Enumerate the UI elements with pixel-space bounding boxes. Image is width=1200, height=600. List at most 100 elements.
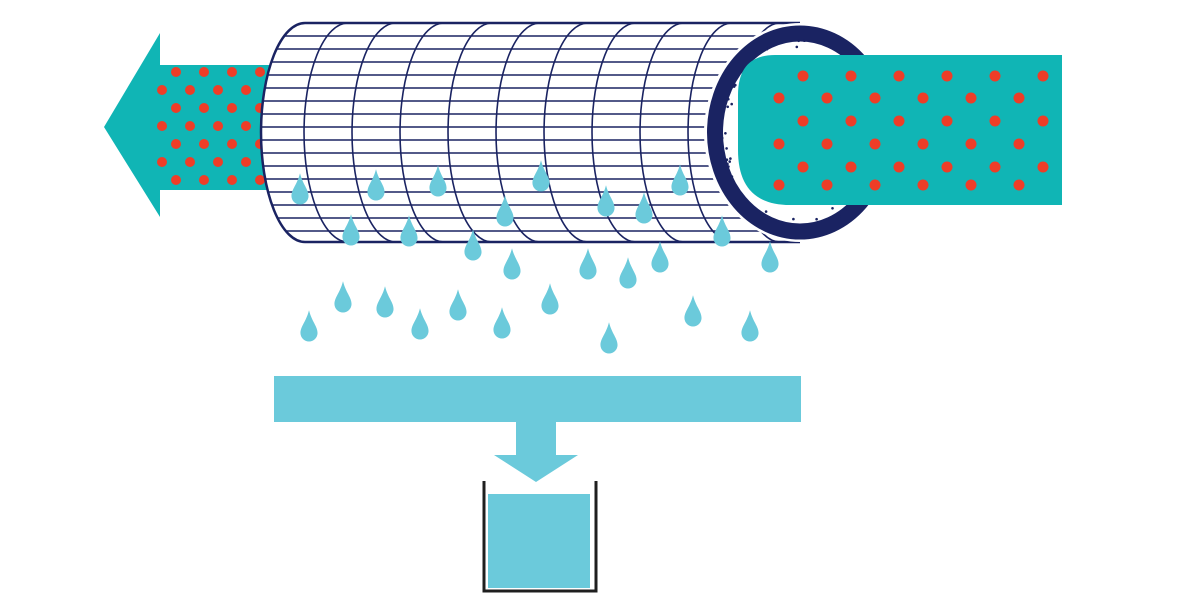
membrane-speckle — [797, 39, 800, 43]
membrane-speckle — [730, 102, 733, 106]
water-drop-icon — [600, 322, 618, 354]
contaminant-particle — [797, 70, 809, 82]
inlet-contaminant-particles — [773, 70, 1049, 191]
contaminant-particle — [1037, 70, 1049, 82]
membrane-speckle — [844, 207, 847, 211]
water-drop-icon — [619, 257, 637, 289]
contaminant-particle — [773, 179, 785, 191]
contaminant-particle — [1037, 115, 1049, 127]
contaminant-particle — [989, 161, 1001, 173]
membrane-speckle — [803, 39, 806, 42]
contaminant-particle — [893, 70, 905, 82]
membrane-speckle — [767, 45, 770, 49]
contaminant-particle — [241, 121, 251, 131]
permeate-droplets — [291, 160, 779, 354]
water-drop-icon — [429, 165, 447, 197]
membrane-speckle — [792, 217, 795, 221]
membrane-speckle — [765, 47, 769, 51]
water-drop-icon — [761, 241, 779, 273]
membrane-speckle — [733, 84, 736, 87]
contaminant-particle — [989, 70, 1001, 82]
water-drop-icon — [300, 310, 318, 342]
water-drop-icon — [532, 160, 550, 192]
contaminant-particle — [227, 139, 237, 149]
contaminant-particle — [227, 67, 237, 77]
water-drop-icon — [503, 248, 521, 280]
beaker-outline — [482, 481, 598, 593]
water-drop-icon — [635, 192, 653, 224]
membrane-speckle — [730, 175, 734, 178]
contaminant-particle — [821, 138, 833, 150]
membrane-speckle — [727, 97, 730, 101]
membrane-speckle — [788, 223, 792, 227]
water-drop-icon — [597, 185, 615, 217]
contaminant-particle — [893, 161, 905, 173]
water-drop-icon — [342, 214, 360, 246]
contaminant-particle — [821, 179, 833, 191]
contaminant-particle — [213, 157, 223, 167]
water-drop-icon — [541, 283, 559, 315]
contaminant-particle — [941, 161, 953, 173]
contaminant-particle — [773, 138, 785, 150]
contaminant-particle — [157, 157, 167, 167]
outlet-contaminant-particles — [157, 67, 265, 185]
water-drop-icon — [291, 173, 309, 205]
membrane-speckle — [838, 215, 841, 218]
membrane-speckle — [728, 160, 731, 163]
membrane-speckle — [781, 222, 785, 226]
membrane-speckle — [726, 162, 729, 166]
contaminant-particle — [845, 70, 857, 82]
contaminant-particle — [797, 115, 809, 127]
contaminant-particle — [171, 67, 181, 77]
contaminant-particle — [773, 92, 785, 104]
contaminant-particle — [941, 115, 953, 127]
contaminant-particle — [171, 139, 181, 149]
contaminant-particle — [917, 138, 929, 150]
water-drop-icon — [579, 248, 597, 280]
beaker-icon — [482, 481, 598, 593]
contaminant-particle — [227, 175, 237, 185]
contaminant-particle — [941, 70, 953, 82]
water-drop-icon — [651, 241, 669, 273]
contaminant-particle — [199, 139, 209, 149]
contaminant-particle — [213, 121, 223, 131]
water-drop-icon — [411, 308, 429, 340]
membrane-speckle — [790, 226, 793, 229]
water-drop-icon — [449, 289, 467, 321]
contaminant-particle — [1013, 92, 1025, 104]
contaminant-particle — [171, 103, 181, 113]
water-drop-icon — [684, 295, 702, 327]
membrane-speckle — [804, 225, 808, 229]
contaminant-particle — [797, 161, 809, 173]
contaminant-particle — [917, 179, 929, 191]
contaminant-particle — [255, 175, 265, 185]
contaminant-particle — [255, 67, 265, 77]
contaminant-particle — [199, 175, 209, 185]
contaminant-particle — [845, 161, 857, 173]
contaminant-particle — [157, 121, 167, 131]
membrane-speckle — [720, 156, 724, 160]
inlet-pipe — [738, 55, 1062, 205]
contaminant-particle — [869, 138, 881, 150]
membrane-speckle — [777, 42, 781, 45]
membrane-speckle — [724, 132, 727, 135]
contaminant-particle — [965, 92, 977, 104]
contaminant-particle — [1013, 138, 1025, 150]
membrane-speckle — [764, 210, 768, 213]
contaminant-particle — [227, 103, 237, 113]
contaminant-particle — [965, 138, 977, 150]
membrane-speckle — [727, 165, 730, 168]
membrane-speckle — [795, 45, 799, 49]
collection-tray — [274, 376, 801, 422]
contaminant-particle — [869, 179, 881, 191]
contaminant-particle — [1013, 179, 1025, 191]
water-drop-icon — [713, 215, 731, 247]
membrane-speckle — [831, 207, 834, 210]
membrane-speckles — [720, 39, 847, 229]
membrane-speckle — [725, 147, 728, 150]
contaminant-particle — [241, 85, 251, 95]
water-drop-icon — [464, 229, 482, 261]
water-drop-icon — [496, 195, 514, 227]
